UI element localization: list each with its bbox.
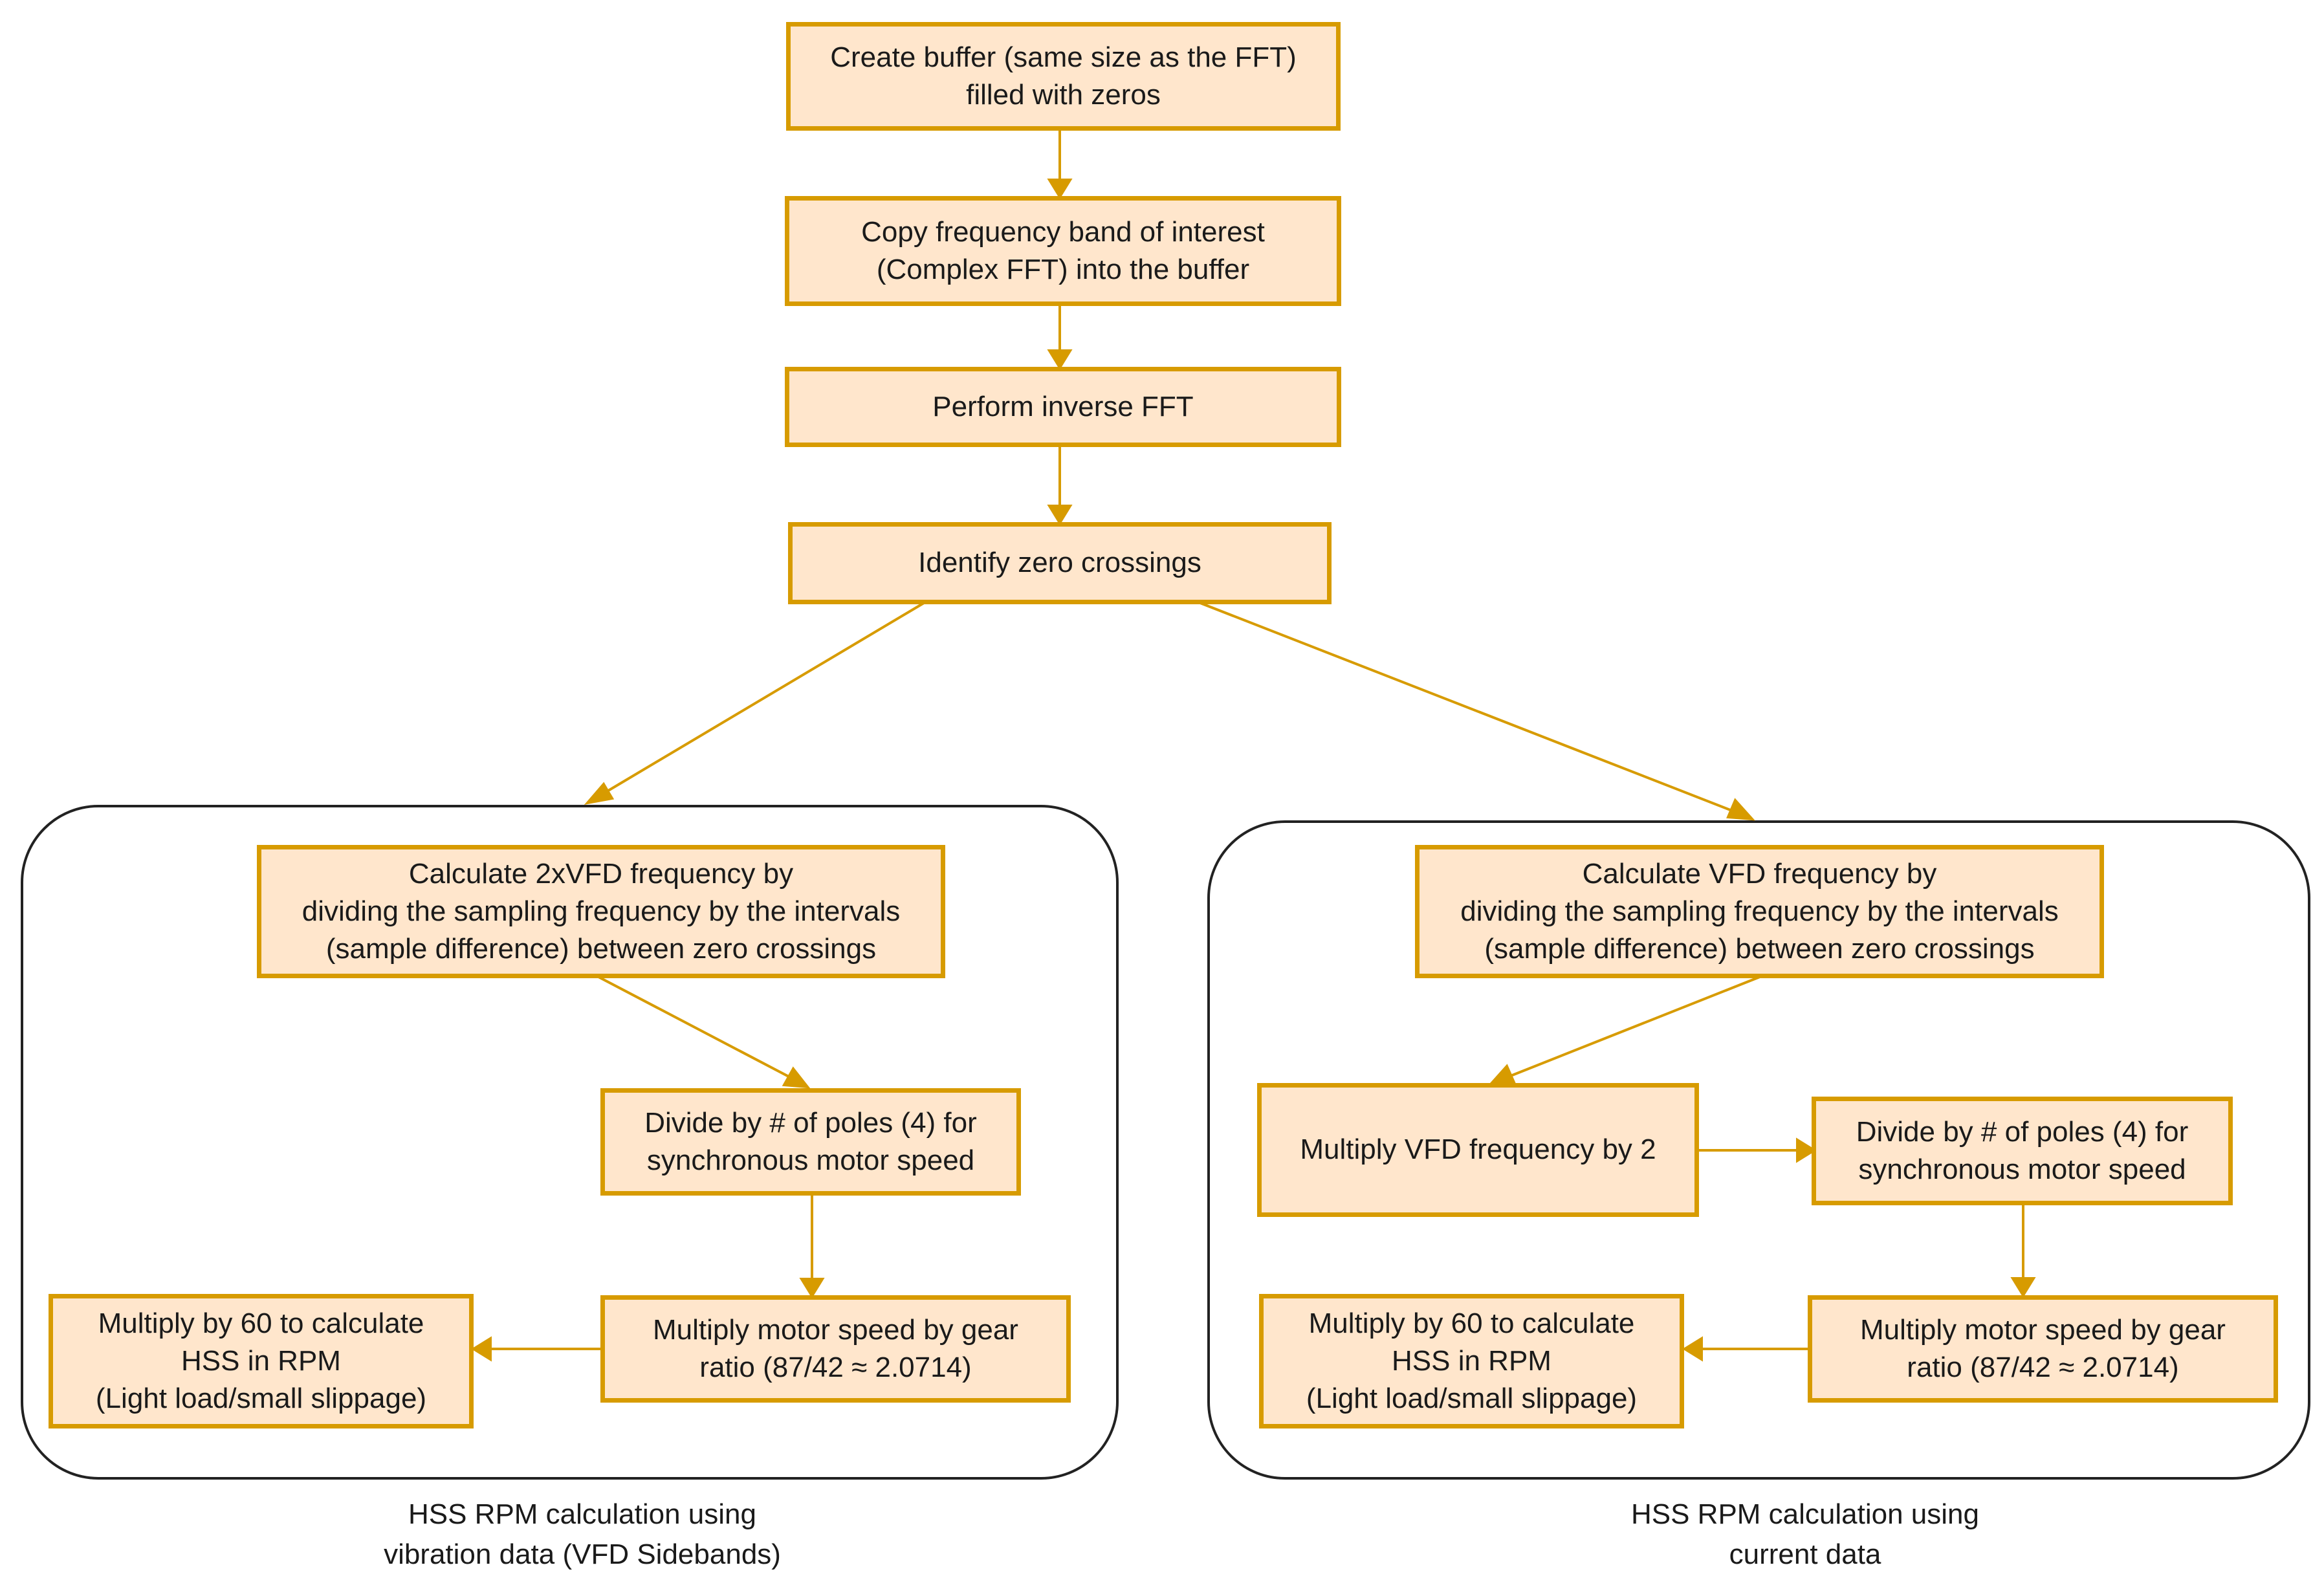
zero-crossings-node: Identify zero crossings xyxy=(788,522,1332,604)
vibration-data-group xyxy=(21,805,1119,1480)
arrowhead-buffer-to-copy xyxy=(1047,179,1073,199)
right-divide-node: Divide by # of poles (4) for synchronous… xyxy=(1812,1097,2233,1205)
right-multiply-label: Multiply VFD frequency by 2 xyxy=(1300,1133,1656,1166)
inverse-fft-node: Perform inverse FFT xyxy=(785,367,1341,447)
right-gear-label: Multiply motor speed by gear ratio (87/4… xyxy=(1860,1313,2226,1383)
arrowhead-copy-to-inverse xyxy=(1047,349,1073,370)
right-rpm-node: Multiply by 60 to calculate HSS in RPM (… xyxy=(1259,1294,1684,1428)
arrowhead-multiply-to-divide xyxy=(1796,1137,1817,1163)
left-divide-label: Divide by # of poles (4) for synchronous… xyxy=(644,1106,977,1176)
left-calc-node: Calculate 2xVFD frequency by dividing th… xyxy=(257,845,945,978)
left-calc-label: Calculate 2xVFD frequency by dividing th… xyxy=(301,857,901,965)
right-calc-node: Calculate VFD frequency by dividing the … xyxy=(1415,845,2104,978)
arrowhead-left-divide-to-gear xyxy=(799,1278,825,1298)
left-gear-node: Multiply motor speed by gear ratio (87/4… xyxy=(600,1295,1071,1403)
current-group-caption: HSS RPM calculation using current data xyxy=(1630,1498,1979,1570)
edge-zero-to-right xyxy=(1200,602,1748,818)
arrowhead-inverse-to-zero xyxy=(1047,505,1073,525)
edge-right-calc-to-multiply xyxy=(1495,976,1760,1083)
arrowhead-right-divide-to-gear xyxy=(2010,1277,2036,1298)
right-rpm-label: Multiply by 60 to calculate HSS in RPM (… xyxy=(1306,1307,1638,1415)
create-buffer-label: Create buffer (same size as the FFT) fil… xyxy=(830,41,1297,111)
inverse-fft-label: Perform inverse FFT xyxy=(932,390,1194,422)
vibration-group-caption: HSS RPM calculation using vibration data… xyxy=(384,1498,781,1570)
copy-band-node: Copy frequency band of interest (Complex… xyxy=(785,196,1341,306)
current-data-group xyxy=(1207,820,2310,1480)
left-rpm-label: Multiply by 60 to calculate HSS in RPM (… xyxy=(95,1307,427,1415)
right-multiply-node: Multiply VFD frequency by 2 xyxy=(1257,1083,1699,1217)
arrowhead-left-gear-to-rpm xyxy=(471,1336,492,1362)
edge-left-calc-to-divide xyxy=(598,976,803,1085)
left-divide-node: Divide by # of poles (4) for synchronous… xyxy=(600,1088,1021,1196)
right-gear-node: Multiply motor speed by gear ratio (87/4… xyxy=(1808,1295,2278,1403)
zero-crossings-label: Identify zero crossings xyxy=(918,547,1201,579)
right-calc-label: Calculate VFD frequency by dividing the … xyxy=(1460,857,2059,965)
right-divide-label: Divide by # of poles (4) for synchronous… xyxy=(1856,1115,2189,1185)
left-rpm-node: Multiply by 60 to calculate HSS in RPM (… xyxy=(49,1294,474,1428)
arrowhead-right-gear-to-rpm xyxy=(1682,1336,1703,1362)
copy-band-label: Copy frequency band of interest (Complex… xyxy=(861,215,1265,285)
arrowhead-left-calc-to-divide xyxy=(782,1066,811,1089)
edge-zero-to-left xyxy=(591,602,925,802)
left-gear-label: Multiply motor speed by gear ratio (87/4… xyxy=(653,1313,1018,1383)
arrowhead-right-calc-to-multiply xyxy=(1487,1064,1516,1086)
create-buffer-node: Create buffer (same size as the FFT) fil… xyxy=(786,22,1341,131)
arrowhead-zero-to-left xyxy=(584,782,615,805)
arrowhead-zero-to-right xyxy=(1726,798,1755,821)
